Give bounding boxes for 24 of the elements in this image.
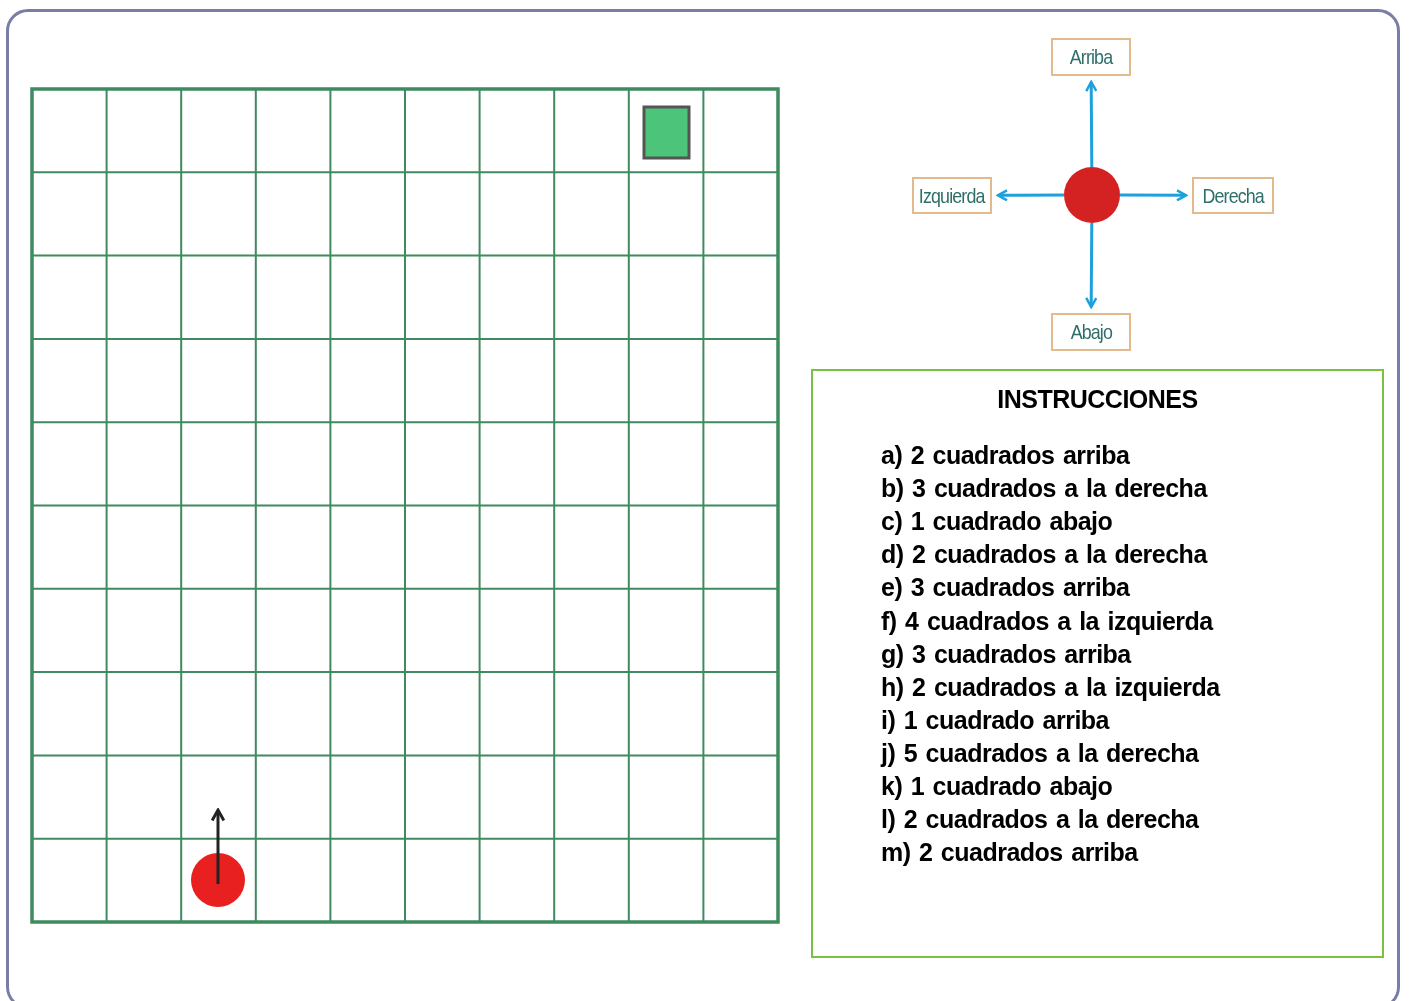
instruction-step: a) 2 cuadrados arriba [881,441,1130,470]
instruction-step: m) 2 cuadrados arriba [881,838,1138,868]
arrow [996,189,1064,202]
direction-label: Abajo [1051,313,1131,351]
instruction-step: k) 1 cuadrado abajo [881,772,1113,801]
instruction-step: e) 3 cuadrados arriba [881,573,1130,603]
arrow [1085,80,1098,167]
direction-label: Arriba [1051,38,1131,76]
direction-label: Derecha [1192,177,1274,214]
arrow [1120,189,1188,202]
direction-label: Izquierda [912,177,992,214]
instruction-step: l) 2 cuadrados a la derecha [881,805,1199,835]
instruction-step: i) 1 cuadrado arriba [881,705,1110,735]
instruction-step: d) 2 cuadrados a la derecha [881,540,1207,570]
instruction-step: b) 3 cuadrados a la derecha [881,474,1207,504]
instruction-step: f) 4 cuadrados a la izquierda [881,606,1213,636]
arrow [1085,223,1098,309]
instruction-step: c) 1 cuadrado abajo [881,507,1113,537]
instruction-step: h) 2 cuadrados a la izquierda [881,672,1220,702]
center-circle [1064,167,1120,223]
instruction-step: g) 3 cuadrados arriba [881,639,1131,669]
instructions-panel [811,369,1384,958]
panel-heading: INSTRUCCIONES [997,385,1198,414]
instruction-step: j) 5 cuadrados a la derecha [881,738,1199,768]
